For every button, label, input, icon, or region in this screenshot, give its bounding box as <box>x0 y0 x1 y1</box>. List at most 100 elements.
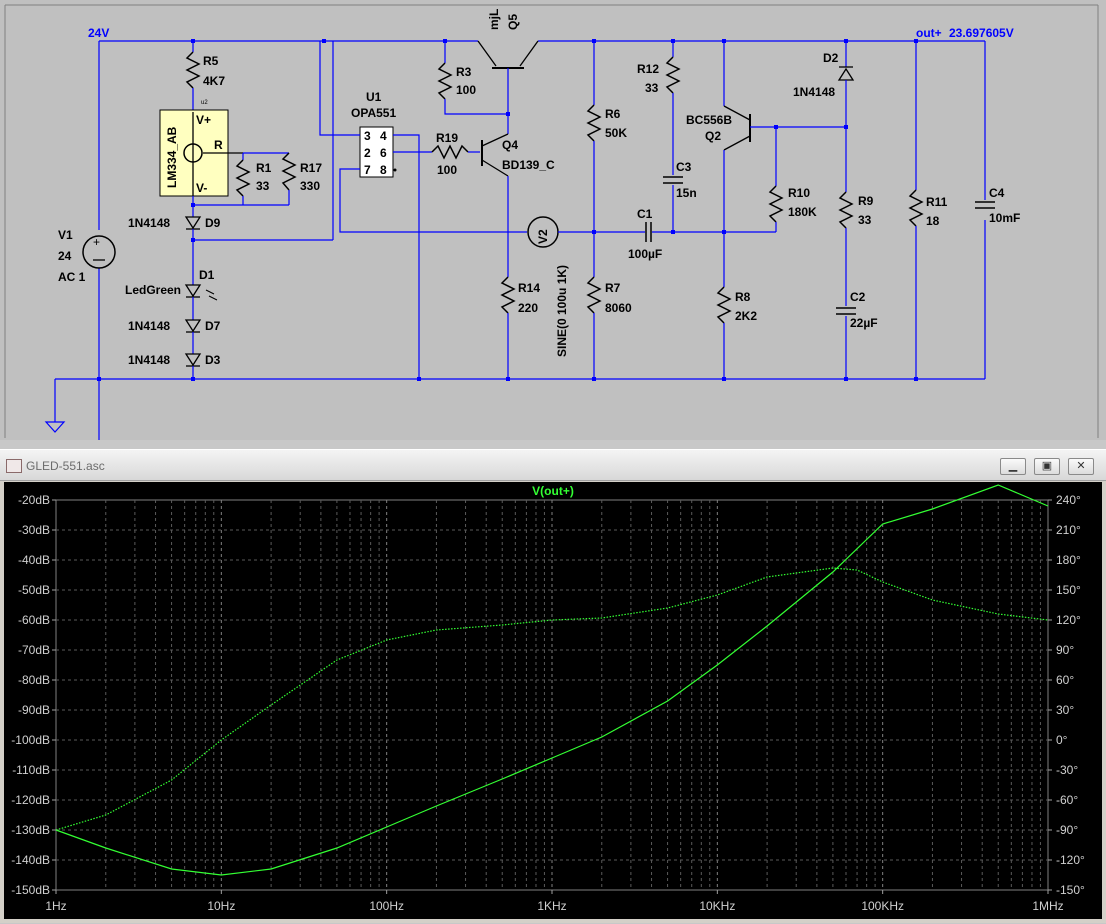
svg-text:50K: 50K <box>605 126 627 140</box>
maximize-button[interactable]: ▣ <box>1034 458 1060 475</box>
svg-text:U1: U1 <box>366 90 382 104</box>
resistor-r10[interactable]: R10 180K <box>768 127 817 232</box>
resistor-r9[interactable]: R9 33 <box>838 191 874 306</box>
svg-text:u2: u2 <box>201 100 208 106</box>
chart-series[interactable] <box>55 484 1049 876</box>
capacitor-c1[interactable]: C1 100µF <box>628 207 776 261</box>
svg-text:R11: R11 <box>926 195 948 209</box>
svg-text:330: 330 <box>300 179 320 193</box>
svg-text:Q5: Q5 <box>506 14 520 30</box>
svg-text:LM334_AB: LM334_AB <box>165 126 179 188</box>
svg-text:R7: R7 <box>605 281 621 295</box>
svg-text:V2: V2 <box>536 229 550 244</box>
resistor-r11[interactable]: R11 18 <box>908 41 948 379</box>
bode-chart[interactable]: -20dB-30dB-40dB-50dB-60dB-70dB-80dB-90dB… <box>4 482 1102 919</box>
svg-text:3: 3 <box>364 129 371 143</box>
diode-d7[interactable]: 1N4148 D7 <box>128 319 221 333</box>
svg-text:LedGreen: LedGreen <box>125 283 181 297</box>
transistor-q4[interactable]: Q4 BD139_C <box>481 133 555 177</box>
svg-text:33: 33 <box>645 81 659 95</box>
x-tick-label: 10KHz <box>699 899 735 913</box>
y-tick-label-right: -120° <box>1056 853 1085 867</box>
svg-text:Q4: Q4 <box>502 138 518 152</box>
y-tick-label-left: -50dB <box>18 583 50 597</box>
svg-text:1N4148: 1N4148 <box>128 216 170 230</box>
series-line-magnitude[interactable] <box>55 484 1049 876</box>
source-v2[interactable]: V2 SINE(0 100u 1K) <box>527 216 569 357</box>
minimize-icon: ▁ <box>1008 460 1018 472</box>
y-tick-label-right: -60° <box>1056 793 1078 807</box>
transistor-q2[interactable]: BC556B Q2 <box>686 41 846 151</box>
svg-text:R6: R6 <box>605 107 621 121</box>
supply-rail <box>98 40 986 230</box>
transistor-q5[interactable]: mjL Q5 <box>477 9 539 134</box>
svg-text:6: 6 <box>380 146 387 160</box>
svg-text:1N4148: 1N4148 <box>793 85 835 99</box>
opamp-u1[interactable]: U1 OPA551 3 4 2 6 7 8 <box>351 90 397 178</box>
diode-d2[interactable]: D2 1N4148 <box>793 41 855 192</box>
svg-text:C4: C4 <box>989 186 1005 200</box>
y-tick-label-left: -130dB <box>11 823 50 837</box>
y-tick-label-right: 120° <box>1056 613 1081 627</box>
resistor-r17[interactable]: R17 330 <box>193 152 322 206</box>
resistor-r1[interactable]: R1 33 <box>235 153 272 205</box>
svg-text:R17: R17 <box>300 161 322 175</box>
junction-dots <box>97 39 918 381</box>
resistor-r19[interactable]: R19 100 <box>431 131 480 177</box>
capacitor-c2[interactable]: C2 22µF <box>836 290 878 379</box>
minimize-button[interactable]: ▁ <box>1000 458 1026 475</box>
waveform-plot[interactable]: -20dB-30dB-40dB-50dB-60dB-70dB-80dB-90dB… <box>4 482 1102 919</box>
capacitor-c3[interactable]: C3 15n <box>663 160 697 232</box>
resistor-r7[interactable]: R7 8060 <box>586 276 632 379</box>
svg-text:C1: C1 <box>637 207 653 221</box>
x-tick-label: 1Hz <box>45 899 66 913</box>
svg-text:22µF: 22µF <box>850 316 878 330</box>
resistor-r12[interactable]: R12 33 <box>637 41 681 175</box>
svg-text:R8: R8 <box>735 290 751 304</box>
resistor-r3[interactable]: R3 100 <box>437 41 508 115</box>
resistor-r8[interactable]: R8 2K2 <box>716 286 757 379</box>
svg-text:R3: R3 <box>456 65 472 79</box>
series-line-phase[interactable] <box>55 567 1049 831</box>
y-tick-label-right: 0° <box>1056 733 1068 747</box>
chart-grid <box>55 499 1049 891</box>
svg-text:R14: R14 <box>518 281 540 295</box>
y-tick-label-right: -150° <box>1056 883 1085 897</box>
x-tick-label: 100KHz <box>861 899 904 913</box>
svg-text:BC556B: BC556B <box>686 113 732 127</box>
close-button[interactable]: ✕ <box>1068 458 1094 475</box>
diode-d9[interactable]: 1N4148 D9 <box>128 216 221 230</box>
y-tick-label-left: -40dB <box>18 553 50 567</box>
schematic-view[interactable]: 24V out+ 23.697605V + V1 24 AC 1 R5 4K7 … <box>0 0 1106 440</box>
svg-text:100: 100 <box>437 163 457 177</box>
svg-text:10mF: 10mF <box>989 211 1020 225</box>
svg-text:Q2: Q2 <box>705 129 721 143</box>
v1-value: 24 <box>58 249 72 263</box>
ic-lm334[interactable]: u2 V+ R V- LM334_AB <box>159 100 243 197</box>
schematic-canvas[interactable]: 24V out+ 23.697605V + V1 24 AC 1 R5 4K7 … <box>0 0 1106 440</box>
led-d1[interactable]: D1 LedGreen <box>125 268 218 301</box>
restore-icon: ▣ <box>1041 460 1053 472</box>
svg-text:D7: D7 <box>205 319 221 333</box>
svg-text:7: 7 <box>364 163 371 177</box>
diode-d3[interactable]: 1N4148 D3 <box>128 353 221 367</box>
plot-window[interactable]: GLED-551.asc ▁ ▣ ✕ -20dB -30dB -40dB -50dB -… <box>0 449 1106 923</box>
v1-ref: V1 <box>58 228 73 242</box>
chart-title[interactable]: V(out+) <box>532 484 574 498</box>
y-tick-label-right: 60° <box>1056 673 1074 687</box>
y-tick-label-left: -20dB <box>18 493 50 507</box>
ground-rail <box>44 220 986 440</box>
x-tick-label: 1KHz <box>537 899 566 913</box>
svg-text:33: 33 <box>858 213 872 227</box>
ground-icon <box>44 421 66 433</box>
y-tick-label-left: -70dB <box>18 643 50 657</box>
source-v1[interactable]: + V1 24 AC 1 <box>58 228 116 284</box>
svg-text:D1: D1 <box>199 268 215 282</box>
resistor-r14[interactable]: R14 220 <box>500 276 540 379</box>
y-tick-label-left: -100dB <box>11 733 50 747</box>
y-tick-label-left: -30dB <box>18 523 50 537</box>
plot-window-titlebar[interactable]: GLED-551.asc ▁ ▣ ✕ <box>0 450 1106 481</box>
resistor-r6[interactable]: R6 50K <box>586 41 627 277</box>
svg-text:4: 4 <box>380 129 387 143</box>
capacitor-c4[interactable]: C4 10mF <box>975 186 1020 225</box>
